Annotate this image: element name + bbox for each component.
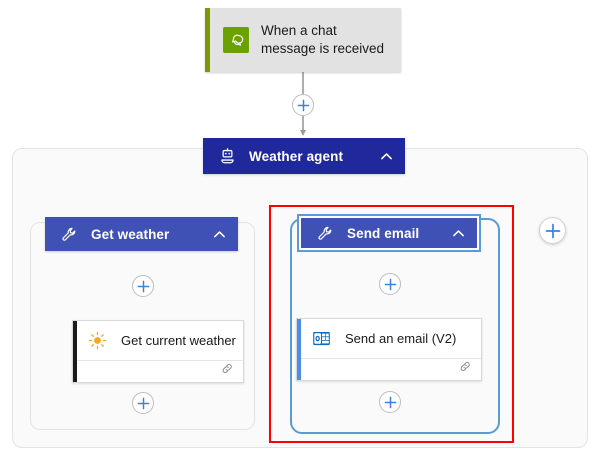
action-card-label: Get current weather bbox=[121, 332, 236, 348]
action-card-send-an-email[interactable]: Send an email (V2) bbox=[296, 318, 482, 381]
action-card-get-current-weather[interactable]: Get current weather bbox=[72, 320, 244, 383]
tool-node-label: Get weather bbox=[91, 226, 170, 242]
card-accent-bar bbox=[297, 319, 301, 380]
card-header-row: Get current weather bbox=[73, 321, 243, 361]
tool-node-get-weather[interactable]: Get weather bbox=[45, 217, 238, 251]
outlook-icon bbox=[309, 326, 333, 350]
add-tool-button[interactable] bbox=[539, 217, 566, 244]
chevron-up-icon[interactable] bbox=[373, 150, 399, 163]
annotation-highlight-rectangle bbox=[269, 205, 514, 443]
tool-node-label: Send email bbox=[347, 225, 420, 241]
trigger-card[interactable]: When a chat message is received bbox=[205, 8, 401, 72]
chevron-up-icon[interactable] bbox=[445, 227, 471, 240]
trigger-accent-bar bbox=[205, 8, 210, 72]
trigger-label: When a chat message is received bbox=[261, 22, 385, 56]
agent-node-label: Weather agent bbox=[249, 148, 344, 164]
wrench-icon bbox=[314, 222, 336, 244]
tool-node-send-email[interactable]: Send email bbox=[297, 214, 481, 252]
add-action-get-weather-bottom-button[interactable] bbox=[132, 392, 154, 414]
wrench-icon bbox=[58, 223, 80, 245]
link-icon[interactable] bbox=[458, 359, 473, 379]
add-step-after-trigger-button[interactable] bbox=[292, 94, 314, 116]
action-card-label: Send an email (V2) bbox=[345, 330, 457, 346]
robot-agent-icon bbox=[216, 145, 238, 167]
teams-chat-icon bbox=[223, 27, 249, 53]
chevron-up-icon[interactable] bbox=[206, 228, 232, 241]
card-footer-row bbox=[73, 361, 243, 382]
add-action-send-email-bottom-button[interactable] bbox=[379, 391, 401, 413]
sun-icon bbox=[85, 328, 109, 352]
card-header-row: Send an email (V2) bbox=[297, 319, 481, 359]
add-action-send-email-top-button[interactable] bbox=[379, 273, 401, 295]
agent-node-weather-agent[interactable]: Weather agent bbox=[203, 138, 405, 174]
add-action-get-weather-top-button[interactable] bbox=[132, 275, 154, 297]
card-footer-row bbox=[297, 359, 481, 380]
card-accent-bar bbox=[73, 321, 77, 382]
link-icon[interactable] bbox=[220, 361, 235, 381]
